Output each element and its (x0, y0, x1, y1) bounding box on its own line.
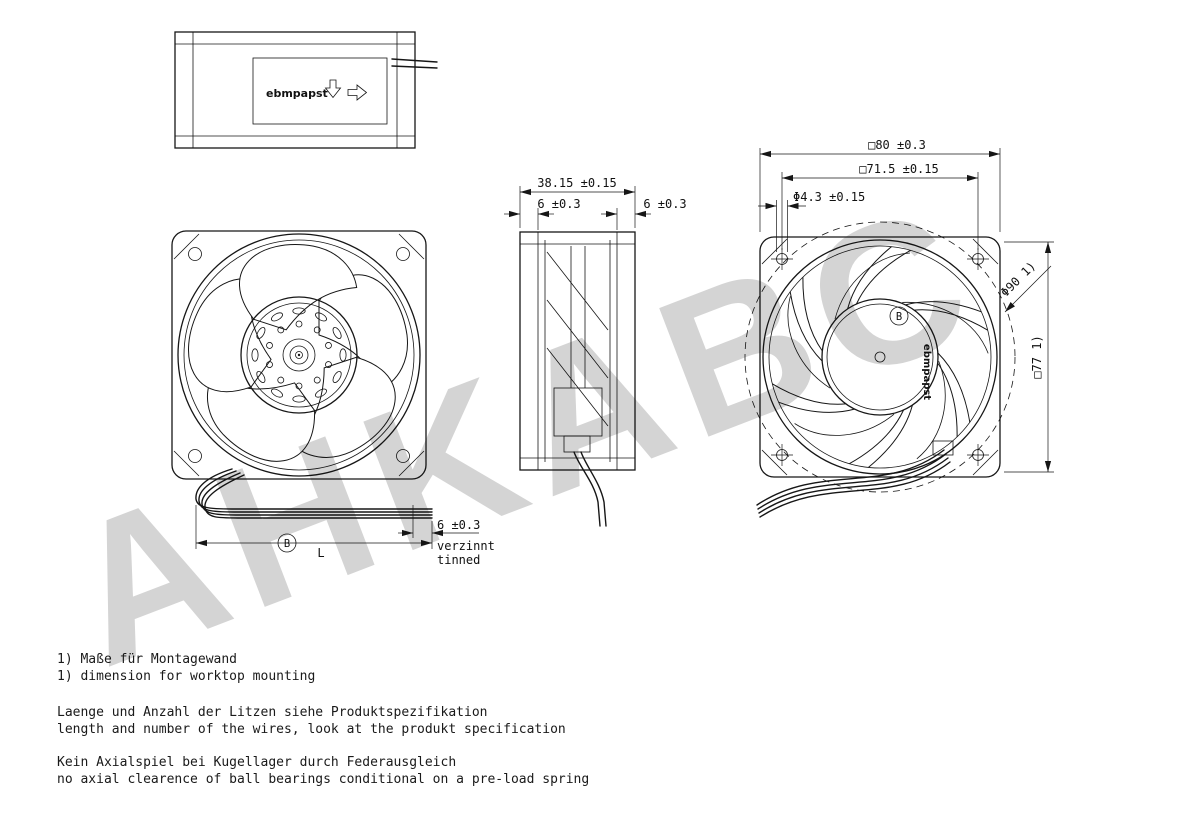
dim-mount-square: □77 1) (1030, 335, 1044, 378)
label-tinned-en: tinned (437, 553, 480, 567)
note-bearings: Kein Axialspiel bei Kugellager durch Fed… (57, 754, 589, 788)
dim-flange-right: 6 ±0.3 (643, 197, 686, 211)
dim-hole-dia: Φ4.3 ±0.15 (793, 190, 865, 204)
dim-depth: 38.15 ±0.15 (537, 176, 616, 190)
top-view-wires (391, 58, 438, 69)
rear-blades (766, 252, 989, 468)
label-tinned-de: verzinnt (437, 539, 495, 553)
mounting-hole (396, 247, 410, 261)
dim-hole-pitch: □71.5 ±0.15 (859, 162, 938, 176)
rear-hub (821, 298, 939, 416)
brand-logo-top: ebmpapst (266, 87, 328, 100)
side-view (519, 231, 636, 527)
note-bearings-de: Kein Axialspiel bei Kugellager durch Fed… (57, 755, 457, 770)
side-view-wires (573, 451, 607, 527)
rotor-hub (240, 296, 358, 414)
corner-mounting-holes (771, 248, 989, 466)
mounting-hole (396, 449, 410, 463)
cable-exit (563, 435, 591, 453)
rear-cable-exit (932, 440, 954, 456)
dim-flange-left: 6 ±0.3 (537, 197, 580, 211)
mounting-hole (188, 449, 202, 463)
rotation-direction-arrow-icon (324, 79, 342, 99)
balloon-front (277, 533, 297, 553)
note-wires-en: length and number of the wires, look at … (57, 722, 566, 737)
rear-view-wires (756, 449, 951, 518)
dim-tinned-length: 6 ±0.3 (437, 518, 480, 532)
note-bearings-en: no axial clearence of ball bearings cond… (57, 772, 590, 787)
rear-view: ebmpapst B (744, 221, 1016, 518)
impeller-blades (163, 226, 410, 485)
balloon-rear-label: B (896, 311, 902, 323)
mounting-hole (188, 247, 202, 261)
airflow-direction-arrow-icon (347, 84, 368, 101)
dim-wire-length: L (317, 546, 324, 560)
note-mounting-de: 1) Maße für Montagewand (57, 652, 238, 667)
balloon-rear (889, 306, 909, 326)
motor-hub (553, 387, 603, 437)
note-wires: Laenge und Anzahl der Litzen siehe Produ… (57, 704, 566, 738)
note-wires-de: Laenge und Anzahl der Litzen siehe Produ… (57, 705, 488, 720)
front-view (163, 226, 433, 519)
note-mounting-en: 1) dimension for worktop mounting (57, 669, 316, 684)
dim-outer-square: □80 ±0.3 (868, 138, 926, 152)
mounting-circle-dashed (744, 221, 1016, 493)
brand-logo-rear: ebmpapst (921, 344, 932, 400)
top-profile-view: ebmpapst (174, 31, 438, 149)
dim-mount-circle: Φ90 1) (998, 259, 1039, 300)
balloon-front-label: B (284, 538, 290, 550)
front-view-wires (195, 468, 433, 519)
note-mounting: 1) Maße für Montagewand 1) dimension for… (57, 651, 315, 685)
